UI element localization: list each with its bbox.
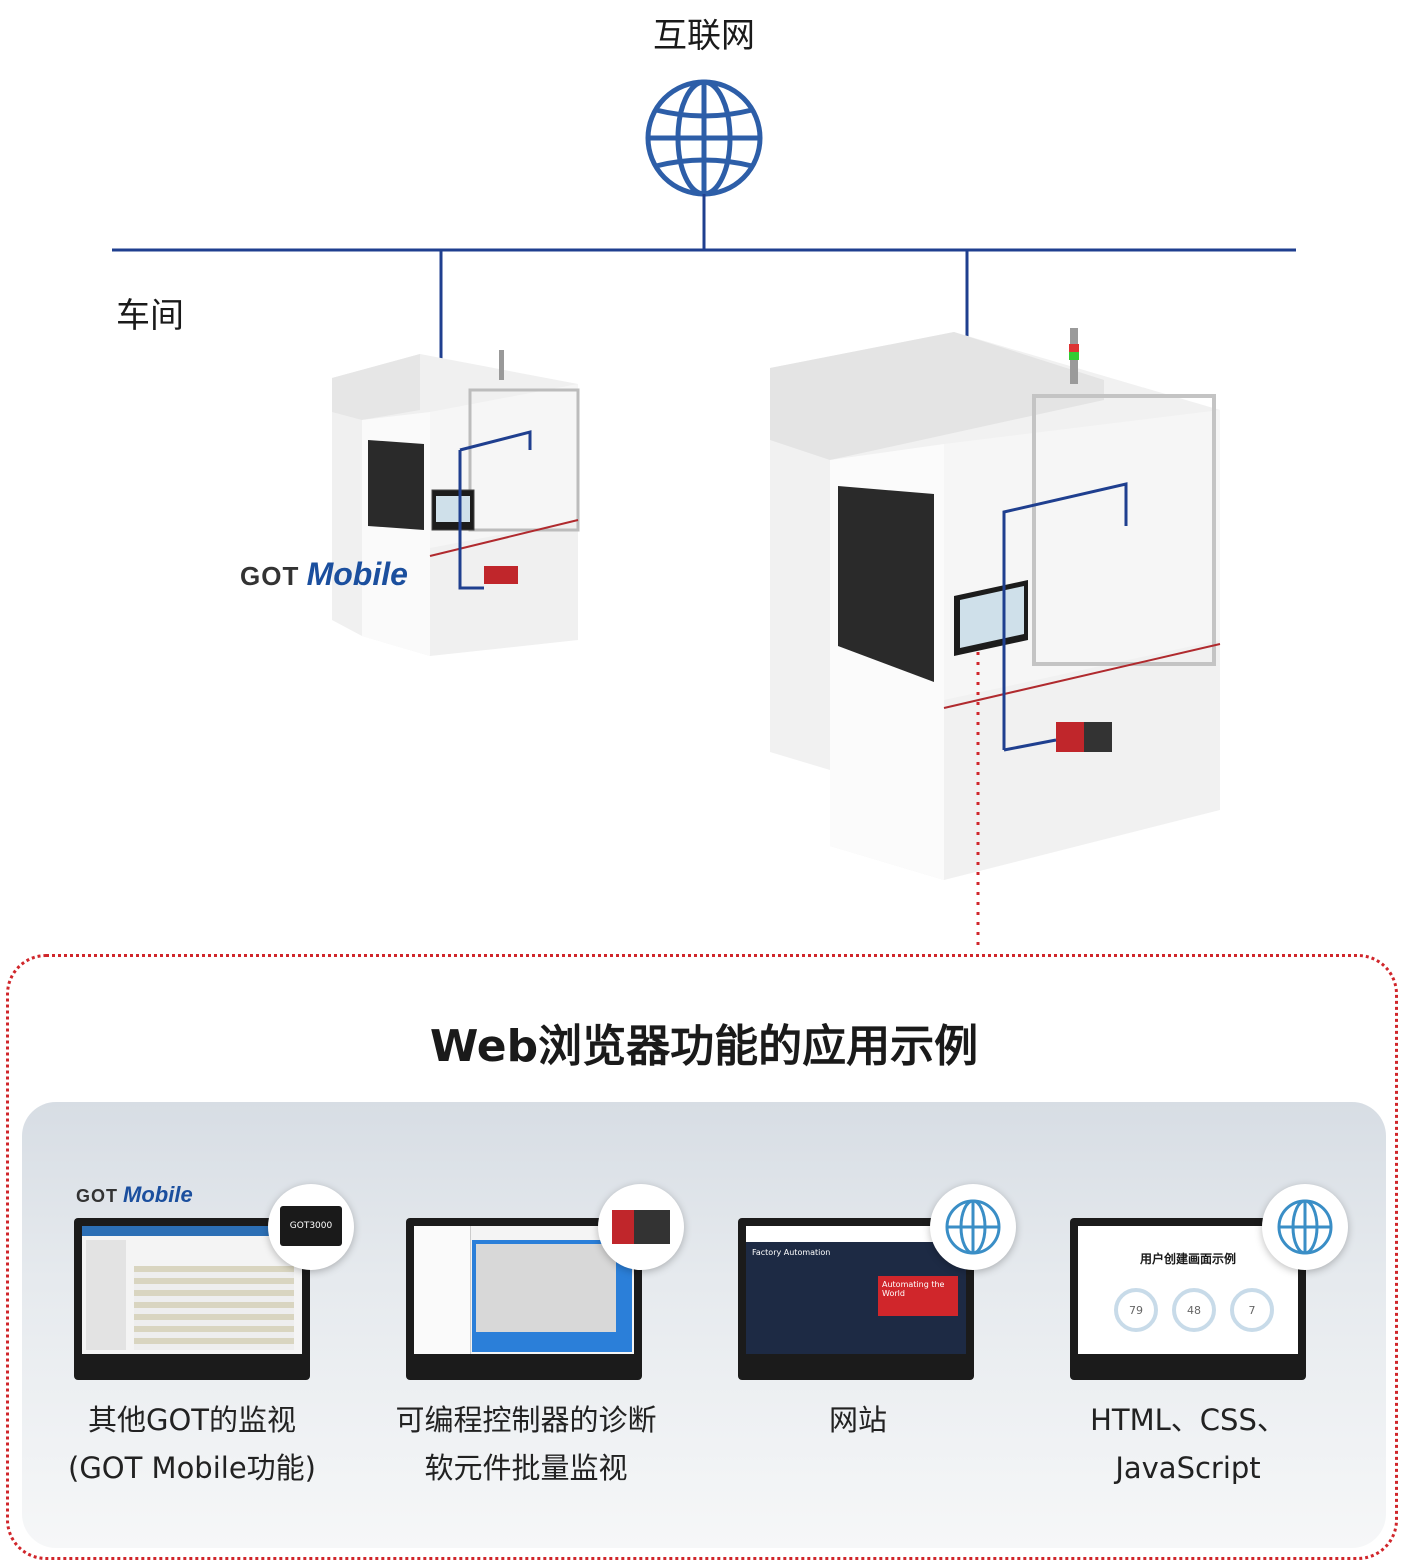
caption-custom-html: HTML、CSS、 JavaScript bbox=[1038, 1396, 1338, 1492]
gauge: 79 bbox=[1114, 1288, 1158, 1332]
caption-line2: 软元件批量监视 bbox=[424, 1451, 628, 1485]
screen-display bbox=[82, 1226, 302, 1354]
caption-line1: 可编程控制器的诊断 bbox=[395, 1403, 657, 1437]
caption-line1: 其他GOT的监视 bbox=[87, 1403, 296, 1437]
got-device-icon: GOT3000 bbox=[268, 1184, 354, 1270]
mobile-logo-text: Mobile bbox=[123, 1182, 193, 1207]
application-title: Web浏览器功能的应用示例 bbox=[429, 1021, 979, 1072]
machine-large bbox=[770, 328, 1221, 950]
screen-got-monitor bbox=[74, 1218, 310, 1380]
network-diagram bbox=[112, 79, 1296, 950]
got-mobile-logo-small: GOT Mobile bbox=[76, 1182, 193, 1208]
got-logo-text: GOT bbox=[76, 1186, 118, 1206]
screen-display: Factory Automation Automating the World bbox=[746, 1226, 966, 1354]
caption-got-monitor: 其他GOT的监视 (GOT Mobile功能) bbox=[42, 1396, 342, 1492]
internet-label: 互联网 bbox=[653, 16, 755, 56]
website-globe-badge bbox=[930, 1184, 1016, 1270]
application-frame bbox=[6, 954, 1398, 1560]
globe-icon bbox=[645, 79, 763, 197]
globe-icon bbox=[1277, 1199, 1333, 1255]
got-mobile-logo: GOT Mobile bbox=[240, 556, 408, 593]
custom-globe-badge bbox=[1262, 1184, 1348, 1270]
caption-line1: HTML、CSS、 bbox=[1090, 1403, 1286, 1437]
gauge: 48 bbox=[1172, 1288, 1216, 1332]
caption-line2: JavaScript bbox=[1115, 1451, 1261, 1485]
caption-line2: (GOT Mobile功能) bbox=[68, 1451, 316, 1485]
screen-custom-html: 用户创建画面示例 79 48 7 bbox=[1070, 1218, 1306, 1380]
caption-line1: 网站 bbox=[828, 1403, 887, 1437]
mobile-logo-text: Mobile bbox=[306, 556, 408, 592]
got-logo-text: GOT bbox=[240, 561, 300, 591]
screen-website: Factory Automation Automating the World bbox=[738, 1218, 974, 1380]
website-heading: Factory Automation bbox=[752, 1248, 831, 1257]
caption-plc-diagnostics: 可编程控制器的诊断 软元件批量监视 bbox=[376, 1396, 676, 1492]
screen-display: 用户创建画面示例 79 48 7 bbox=[1078, 1226, 1298, 1354]
custom-screen-heading: 用户创建画面示例 bbox=[1139, 1252, 1236, 1266]
caption-website: 网站 bbox=[708, 1396, 1008, 1444]
plc-icon bbox=[598, 1184, 684, 1270]
website-banner: Automating the World bbox=[878, 1276, 958, 1316]
machine-small bbox=[332, 350, 580, 656]
got3000-badge: GOT3000 bbox=[280, 1206, 342, 1246]
gauge: 7 bbox=[1230, 1288, 1274, 1332]
screen-display bbox=[414, 1226, 634, 1354]
globe-icon bbox=[945, 1199, 1001, 1255]
shop-floor-label: 车间 bbox=[116, 296, 184, 336]
